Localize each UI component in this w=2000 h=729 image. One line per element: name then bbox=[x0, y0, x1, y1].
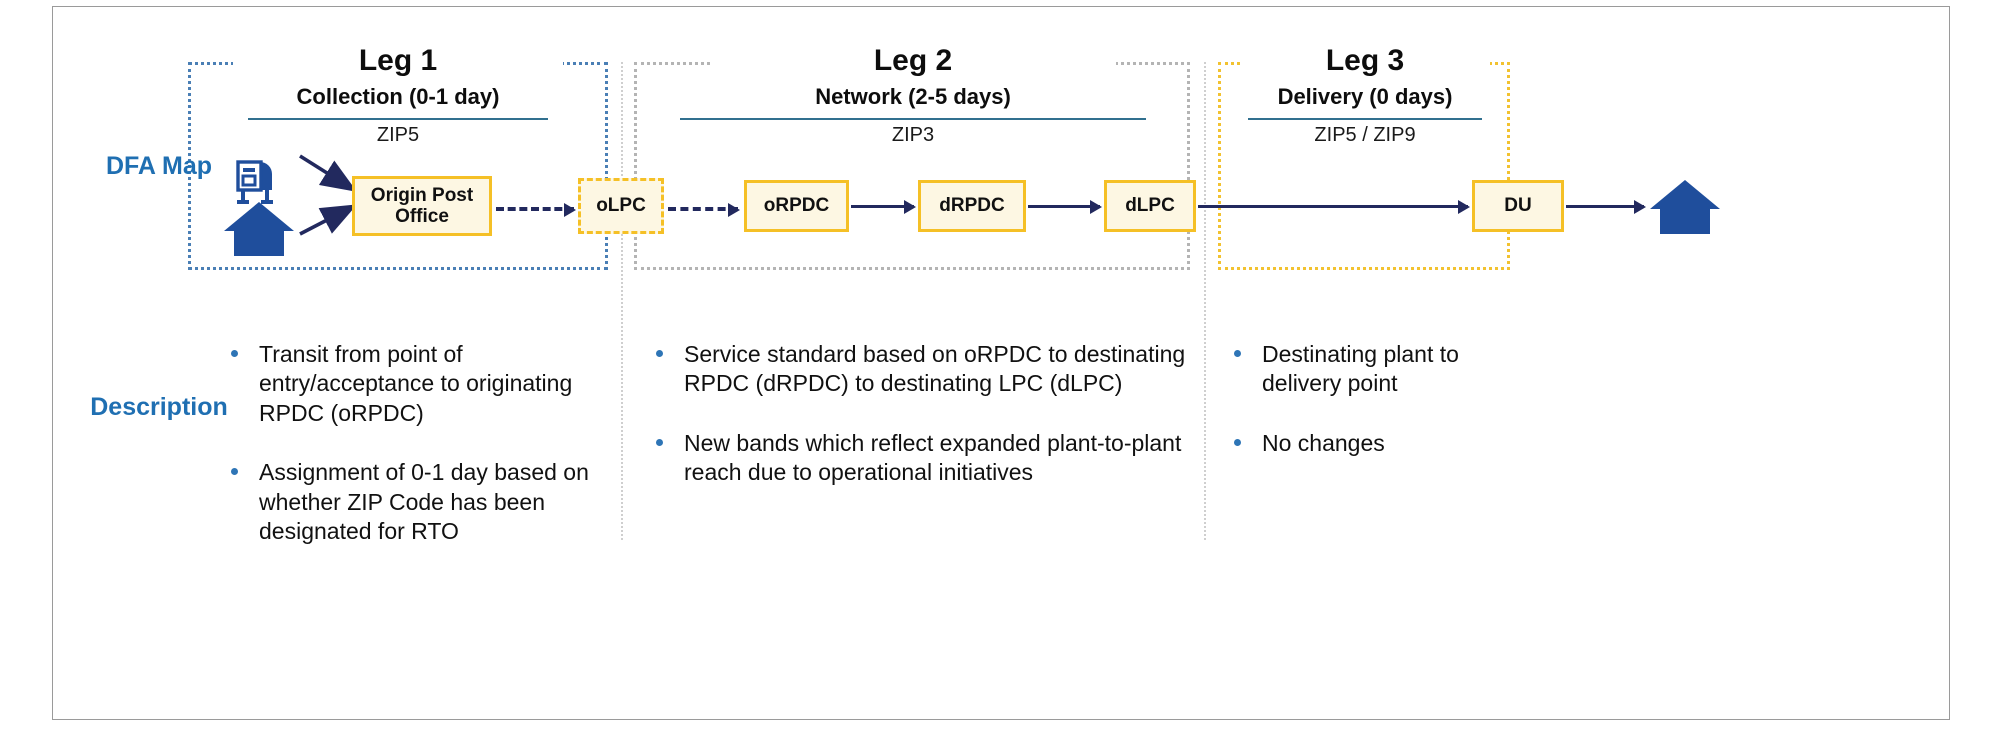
arrow-dlpc-to-du bbox=[1198, 200, 1470, 214]
bullet-dot-icon bbox=[231, 468, 238, 476]
leg-2-divider bbox=[680, 118, 1146, 120]
node-drpdc[interactable]: dRPDC bbox=[918, 180, 1026, 232]
leg-2-zip-label: ZIP3 bbox=[891, 124, 935, 146]
bullet-text: Destinating plant to delivery point bbox=[1262, 341, 1459, 397]
leg-1-title: Leg 1 bbox=[233, 44, 563, 78]
slide-frame bbox=[52, 6, 1950, 720]
bullet-dot-icon bbox=[656, 350, 663, 357]
leg-2-subtitle: Network (2-5 days) bbox=[815, 84, 1011, 109]
arrow-mailbox-to-origin bbox=[299, 154, 358, 192]
arrow-drpdc-to-dlpc bbox=[1028, 200, 1102, 214]
house-icon-destination bbox=[1648, 176, 1722, 238]
bullet-dot-icon bbox=[231, 350, 238, 357]
bullet-item: No changes bbox=[1228, 429, 1528, 458]
bullet-item: Destinating plant to delivery point bbox=[1228, 340, 1528, 399]
bullet-text: New bands which reflect expanded plant-t… bbox=[684, 429, 1182, 486]
bullet-dot-icon bbox=[656, 438, 663, 446]
arrow-du-to-delivery bbox=[1566, 200, 1646, 214]
description-leg-3: Destinating plant to delivery point No c… bbox=[1228, 340, 1528, 488]
leg-1-divider bbox=[248, 118, 548, 120]
leg-1-zip-label: ZIP5 bbox=[376, 124, 420, 146]
house-icon-origin bbox=[222, 198, 296, 260]
node-origin-post-office[interactable]: Origin Post Office bbox=[352, 176, 492, 236]
bullet-text: Transit from point of entry/acceptance t… bbox=[259, 341, 573, 426]
leg-3-divider bbox=[1248, 118, 1482, 120]
column-separator-1 bbox=[621, 62, 623, 540]
leg-3-title: Leg 3 bbox=[1240, 44, 1490, 78]
leg-3-zip-label: ZIP5 / ZIP9 bbox=[1314, 124, 1416, 146]
bullet-text: Service standard based on oRPDC to desti… bbox=[684, 341, 1186, 397]
description-leg-2: Service standard based on oRPDC to desti… bbox=[650, 340, 1195, 518]
leg-3-subtitle: Delivery (0 days) bbox=[1277, 84, 1453, 109]
row-label-dfa-map: DFA Map bbox=[105, 152, 213, 180]
bullet-dot-icon bbox=[1234, 438, 1241, 446]
bullet-item: New bands which reflect expanded plant-t… bbox=[650, 429, 1195, 488]
bullet-item: Service standard based on oRPDC to desti… bbox=[650, 340, 1195, 399]
bullet-text: Assignment of 0-1 day based on whether Z… bbox=[259, 459, 589, 545]
row-label-description: Description bbox=[90, 393, 228, 421]
node-dlpc[interactable]: dLPC bbox=[1104, 180, 1196, 232]
mailbox-icon bbox=[228, 142, 292, 206]
column-separator-2 bbox=[1204, 62, 1206, 540]
leg-1-subtitle: Collection (0-1 day) bbox=[296, 84, 500, 109]
arrow-olpc-to-orpdc bbox=[668, 203, 740, 217]
bullet-item: Transit from point of entry/acceptance t… bbox=[225, 340, 615, 428]
bullet-text: No changes bbox=[1262, 429, 1385, 456]
node-du[interactable]: DU bbox=[1472, 180, 1564, 232]
arrow-orpdc-to-drpdc bbox=[851, 200, 916, 214]
arrow-origin-to-olpc bbox=[496, 203, 576, 217]
bullet-item: Assignment of 0-1 day based on whether Z… bbox=[225, 458, 615, 546]
description-leg-1: Transit from point of entry/acceptance t… bbox=[225, 340, 615, 577]
node-orpdc[interactable]: oRPDC bbox=[744, 180, 849, 232]
bullet-dot-icon bbox=[1234, 350, 1241, 357]
leg-2-title: Leg 2 bbox=[710, 44, 1116, 78]
arrow-house-to-origin bbox=[299, 204, 358, 236]
node-olpc[interactable]: oLPC bbox=[578, 178, 664, 234]
